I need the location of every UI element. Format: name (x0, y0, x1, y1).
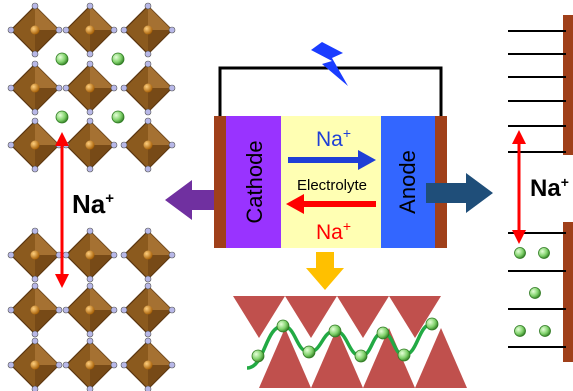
ion-flow-arrow-left (286, 194, 376, 214)
lower-triangle (311, 328, 363, 388)
sodium-ion (55, 110, 69, 124)
ion-diffusion-channel (233, 296, 467, 388)
upper-triangle (285, 296, 337, 338)
sodium-ion (111, 52, 125, 66)
lower-triangle (259, 328, 311, 388)
octahedron (62, 117, 118, 173)
octahedron (7, 227, 63, 283)
sodium-ion-label-discharge: Na+ (316, 218, 351, 244)
layered-crystal-structure (7, 2, 176, 391)
sodium-ion (302, 345, 316, 359)
electrolyte-arrow (306, 252, 344, 290)
sodium-ion-label-right: Na+ (530, 174, 569, 202)
octahedron (120, 117, 176, 173)
octahedron (7, 60, 63, 116)
cathode-label: Cathode (242, 140, 267, 223)
octahedron (120, 227, 176, 283)
octahedron (62, 2, 118, 58)
sodium-ion (111, 110, 125, 124)
electrolyte (281, 116, 381, 248)
anode-interlayer-arrow (512, 130, 526, 244)
octahedron (120, 60, 176, 116)
octahedron (7, 117, 63, 173)
sodium-ion (251, 349, 265, 363)
octahedron (62, 282, 118, 338)
octahedron (120, 2, 176, 58)
ion-flow-arrow-right (288, 150, 376, 170)
sodium-ion (529, 287, 541, 299)
lightning-icon (311, 42, 348, 86)
sodium-ion (55, 52, 69, 66)
sodium-ion (514, 247, 526, 259)
sodium-ion (328, 324, 342, 338)
lower-triangle (415, 328, 467, 388)
sodium-ion (539, 325, 551, 337)
anode-backplate-upper (563, 15, 573, 155)
upper-triangle (389, 296, 441, 338)
sodium-ion (397, 348, 411, 362)
cathode (226, 116, 281, 248)
octahedron (62, 227, 118, 283)
anode (381, 116, 435, 248)
sodium-ion (425, 317, 439, 331)
octahedron (120, 337, 176, 391)
sodium-ion (376, 326, 390, 340)
octahedron (7, 282, 63, 338)
external-circuit-wire (218, 66, 443, 116)
anode-arrow (426, 173, 493, 213)
cathode-arrow (165, 180, 216, 220)
sodium-ion (354, 349, 368, 363)
anode-current-collector (435, 116, 447, 248)
octahedron (7, 2, 63, 58)
upper-triangle (233, 296, 285, 338)
octahedron (62, 337, 118, 391)
cathode-current-collector (214, 116, 226, 248)
sodium-ion (276, 319, 290, 333)
electrolyte-label: Electrolyte (297, 177, 367, 194)
lower-triangle (363, 328, 415, 388)
upper-triangle (337, 296, 389, 338)
sodium-ion (538, 247, 550, 259)
sodium-ion (514, 325, 526, 337)
octahedron (7, 337, 63, 391)
sodium-ion-label-charge: Na+ (316, 125, 351, 151)
octahedron (62, 60, 118, 116)
anode-label: Anode (395, 150, 420, 214)
sodium-ion-label-left: Na+ (72, 189, 114, 219)
anode-backplate-lower (563, 222, 573, 362)
octahedron (120, 282, 176, 338)
interlayer-spacing-arrow (55, 132, 69, 288)
